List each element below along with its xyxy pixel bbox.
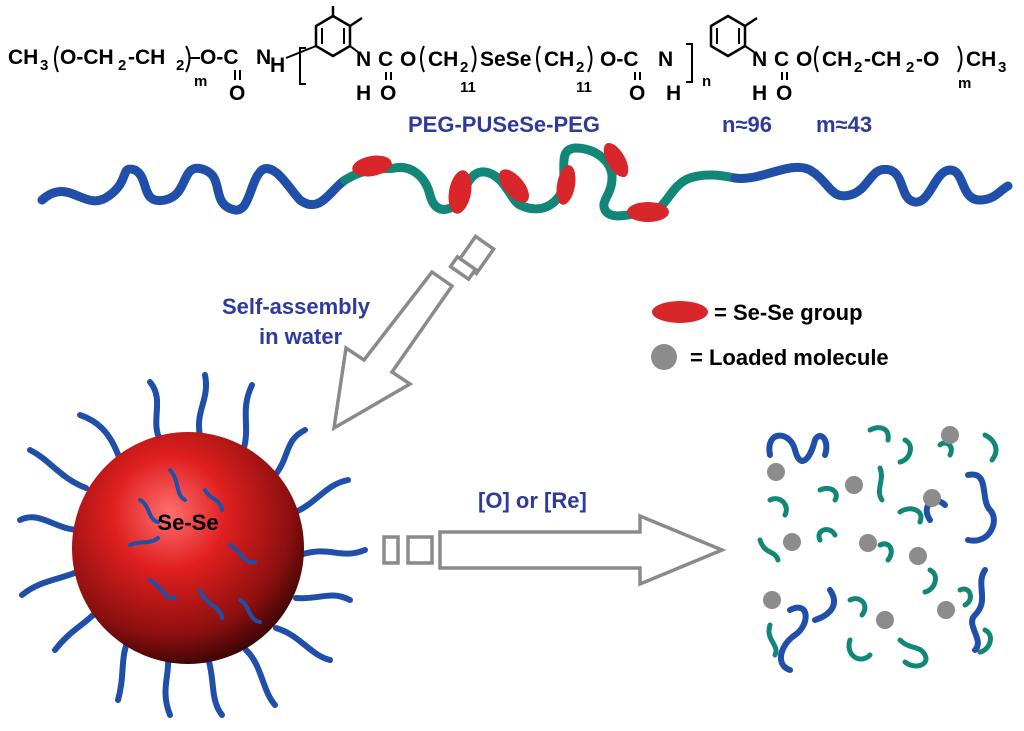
sese-marker (627, 202, 669, 222)
ch3-right: CH (966, 48, 996, 71)
m-value: m≈43 (816, 112, 872, 137)
ch2-11-a: CH (428, 48, 458, 71)
legend-molecule-swatch (651, 344, 677, 370)
n-repeat: n (702, 73, 711, 90)
disassembly-arrow (382, 513, 727, 587)
peg-right-ch2: -CH (864, 48, 901, 71)
chemical-formula: CH 3 O-CH 2 -CH 2 m O-C O N H N H C O O (8, 6, 1006, 105)
micelle: Se-Se (17, 372, 368, 718)
loaded-molecule (941, 426, 959, 444)
loaded-molecule (767, 463, 785, 481)
ch3-right-sub: 3 (998, 59, 1006, 76)
micelle-core (72, 432, 304, 664)
carbonyl-o-2: O (380, 82, 396, 105)
sese-marker (556, 165, 576, 205)
paren-close (185, 45, 191, 73)
loaded-molecule (876, 611, 894, 629)
nh-n-2: N (356, 48, 371, 71)
nh-h-4: H (752, 82, 767, 105)
bracket-open (299, 47, 306, 85)
loaded-molecule (937, 601, 955, 619)
polymer-name: PEG-PUSeSe-PEG (408, 112, 600, 137)
o-dot-2: O (796, 48, 812, 71)
nh-h-3: H (666, 82, 681, 105)
legend-sese-swatch (652, 301, 708, 323)
peg-right-ch: CH (822, 48, 852, 71)
ch2-11-b-sub: 2 (576, 59, 584, 76)
nh-n-3: N (658, 48, 673, 71)
sese-marker (499, 169, 529, 203)
peg-right-o: -O (916, 48, 939, 71)
loaded-molecule (783, 533, 801, 551)
urethane-o-c-2: O-C (600, 48, 639, 71)
nh-n-1: N (256, 46, 271, 69)
o-dot: O (400, 48, 416, 71)
polymer-chain (37, 142, 1013, 222)
legend-molecule-label: = Loaded molecule (690, 345, 889, 370)
ch3-left: CH (8, 46, 38, 69)
carbonyl-o-1: O (229, 82, 245, 105)
eleven-b: 11 (576, 79, 592, 96)
micelle-core-label: Se-Se (157, 510, 218, 535)
loaded-molecule (923, 489, 941, 507)
peg-left-ch2: -CH (128, 46, 165, 69)
peg-right-sub: 2 (854, 59, 862, 76)
peg-left-sub-b: 2 (176, 57, 184, 74)
sese-marker (352, 155, 392, 177)
peg-left-sub-a: 2 (118, 57, 126, 74)
ch2-11-a-sub: 2 (460, 59, 468, 76)
loaded-molecules (763, 426, 959, 629)
peg-segment-right (730, 162, 1013, 207)
carbonyl-o-4: O (776, 82, 792, 105)
n-value: n≈96 (722, 112, 772, 137)
c-dot-2: C (774, 48, 789, 71)
peg-segment-left (37, 163, 350, 215)
ch2-11-b: CH (544, 48, 574, 71)
loaded-molecule (763, 591, 781, 609)
carbonyl-o-3: O (629, 82, 645, 105)
sese-marker (448, 170, 472, 214)
pu-fragments (757, 425, 999, 669)
m-subscript-right: m (958, 75, 971, 92)
loaded-molecule (909, 547, 927, 565)
arrow1-label-line2: in water (259, 324, 343, 349)
pu-segment (340, 143, 740, 221)
bracket-close (686, 43, 693, 83)
loaded-molecule (845, 476, 863, 494)
micelle-inner-chains (128, 468, 262, 624)
sese-link: SeSe (480, 48, 531, 71)
ch3-left-sub: 3 (40, 57, 48, 74)
arrow2-label: [O] or [Re] (478, 488, 587, 513)
m-subscript-left: m (194, 73, 207, 90)
legend: = Se-Se group = Loaded molecule (651, 300, 889, 370)
disassembled-fragments (757, 425, 999, 673)
peg-repeat-left: O-CH (60, 46, 114, 69)
c-dot: C (378, 48, 393, 71)
self-assembly-arrow (331, 233, 497, 432)
urethane-o-c: O-C (200, 46, 239, 69)
eleven-a: 11 (460, 79, 476, 96)
loaded-molecule (859, 534, 877, 552)
peg-right-sub2: 2 (906, 59, 914, 76)
nh-h-2: H (356, 82, 371, 105)
arrow1-label-line1: Self-assembly (222, 294, 371, 319)
paren-open (54, 45, 59, 73)
sese-marker (603, 142, 629, 178)
legend-sese-label: = Se-Se group (714, 300, 863, 325)
nh-h-1: H (270, 54, 285, 77)
nh-n-4: N (752, 48, 767, 71)
